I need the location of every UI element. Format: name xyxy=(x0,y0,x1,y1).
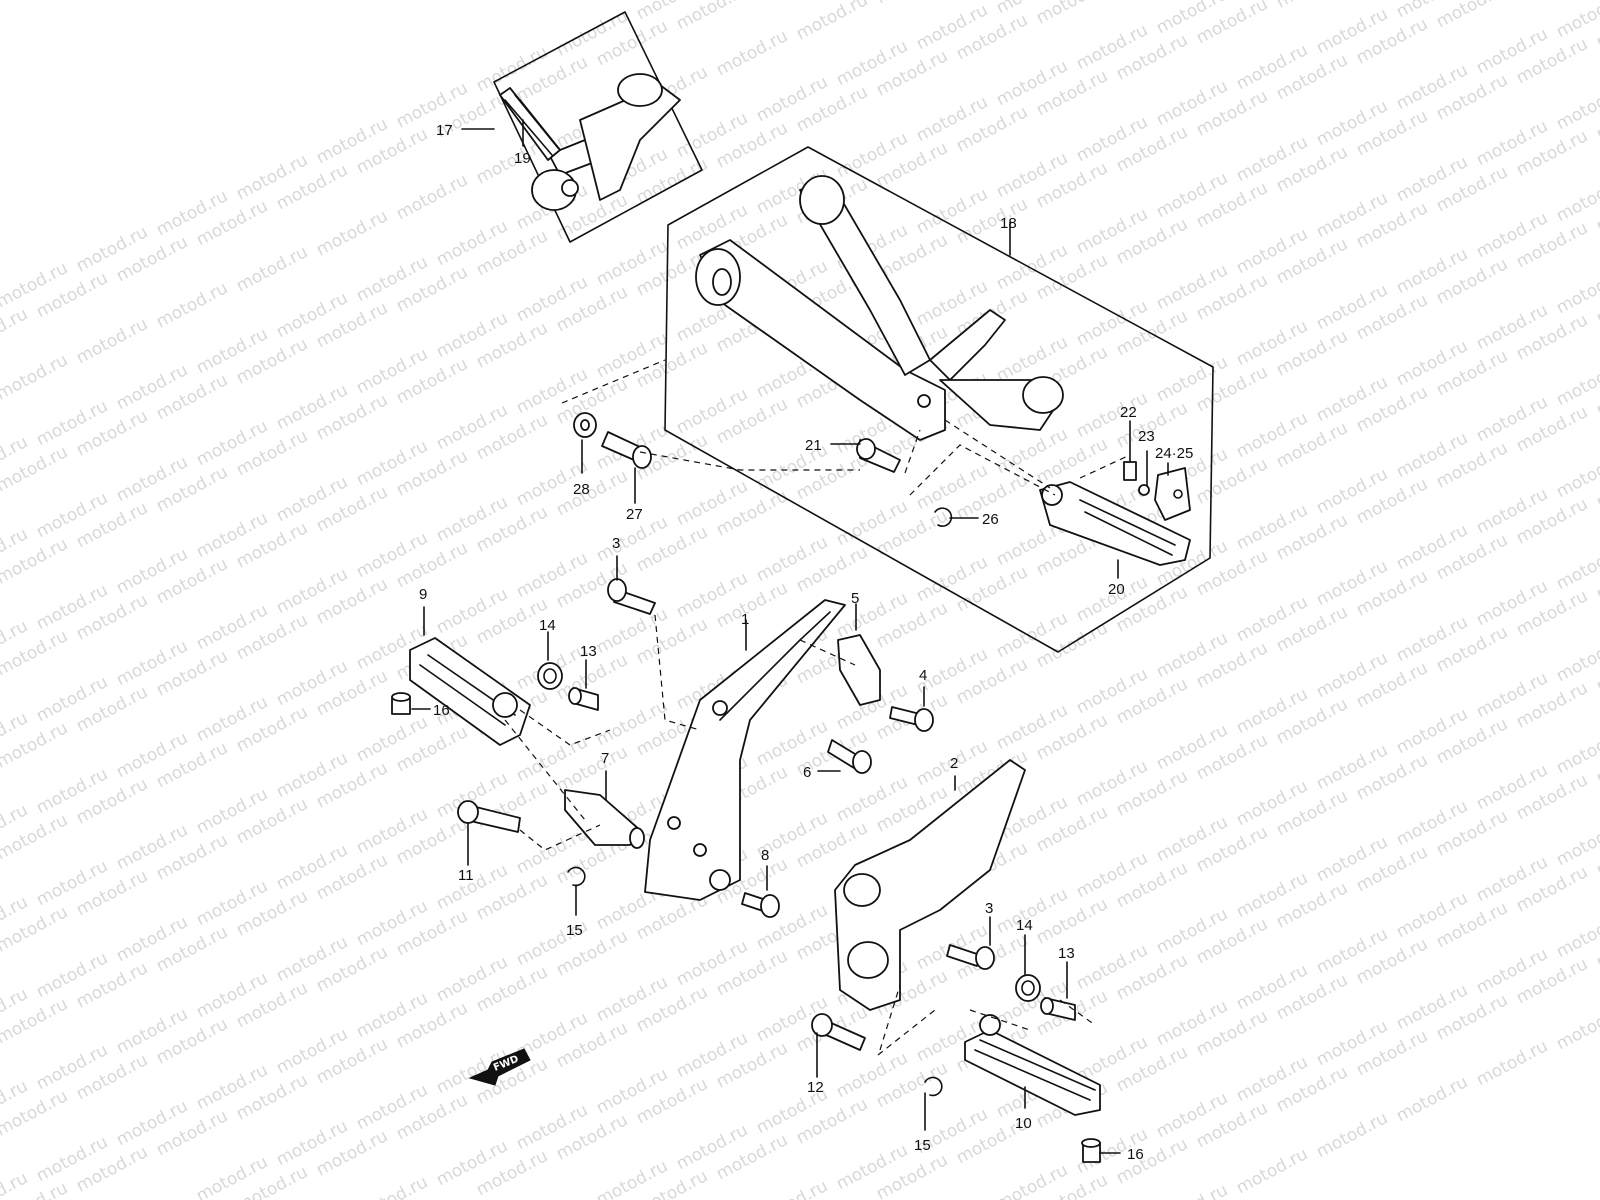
watermark-text: motod.ru xyxy=(0,1168,31,1200)
watermark-text: motod.ru xyxy=(873,0,951,8)
callout-12: 12 xyxy=(807,1079,824,1096)
watermark-text: motod.ru xyxy=(153,278,231,332)
part-28-washer xyxy=(573,412,597,438)
callout-13-lower: 13 xyxy=(1058,945,1075,962)
watermark-text: motod.ru xyxy=(1393,1072,1471,1126)
part-9-footpeg xyxy=(409,637,531,746)
part-22-spring xyxy=(1123,461,1137,481)
callout-11: 11 xyxy=(458,867,474,884)
callout-14-upper: 14 xyxy=(539,617,556,634)
callout-16-lower: 16 xyxy=(1127,1146,1144,1163)
part-26-clip xyxy=(934,507,953,527)
callout-9: 9 xyxy=(419,586,427,603)
part-15-clip-upper xyxy=(567,866,586,887)
callout-8: 8 xyxy=(761,847,769,864)
part-21-pin xyxy=(856,438,901,473)
callout-15-lower: 15 xyxy=(914,1137,931,1154)
part-3-bolt-lower xyxy=(946,944,995,970)
part-2-bracket xyxy=(834,759,1026,1011)
assembly-guides xyxy=(504,359,1131,1056)
part-16-plug-lower xyxy=(1081,1138,1101,1163)
callout-3-lower: 3 xyxy=(985,900,993,917)
part-6-bolt xyxy=(827,739,872,774)
watermark-text: motod.ru xyxy=(1233,1144,1311,1198)
callout-6: 6 xyxy=(803,764,811,781)
callout-15-upper: 15 xyxy=(566,922,583,939)
watermark-text: motod.ru xyxy=(313,206,391,260)
watermark-text: motod.ru xyxy=(1033,0,1111,28)
callout-labels: 17 19 18 21 22 23 24·25 26 20 28 27 3 1 … xyxy=(419,122,1193,1163)
callout-28: 28 xyxy=(573,481,590,498)
callout-18: 18 xyxy=(1000,215,1017,232)
watermark-text: motod.ru xyxy=(73,314,151,368)
callout-17: 17 xyxy=(436,122,453,139)
part-10-footpeg xyxy=(964,1014,1101,1116)
part-12-pin xyxy=(811,1013,866,1051)
callout-leaders xyxy=(411,119,1169,1154)
callout-14-lower: 14 xyxy=(1016,917,1033,934)
part-15-clip-lower xyxy=(924,1076,943,1097)
part-13-detent-lower xyxy=(1040,997,1076,1021)
callout-24-25: 24·25 xyxy=(1155,445,1193,462)
callout-7: 7 xyxy=(601,750,609,767)
callout-16-upper: 16 xyxy=(433,702,450,719)
part-16-plug-upper xyxy=(391,692,411,715)
part-13-detent-upper xyxy=(568,687,599,711)
part-27-bolt xyxy=(601,431,652,469)
callout-27: 27 xyxy=(626,506,643,523)
part-4-bolt xyxy=(889,706,934,732)
part-18-bracket xyxy=(695,175,1064,441)
watermark-text: motod.ru xyxy=(753,1176,831,1200)
watermark-text: motod.ru xyxy=(1433,0,1511,32)
inset-box-18 xyxy=(664,146,1214,653)
part-23-ball xyxy=(1138,484,1150,496)
callout-19: 19 xyxy=(514,150,531,167)
watermark-text: motod.ru xyxy=(1273,0,1351,12)
part-5-holder xyxy=(837,634,881,706)
watermark-text: motod.ru xyxy=(713,26,791,80)
watermark-text: motod.ru xyxy=(0,304,31,358)
part-8-bolt xyxy=(741,892,780,918)
callout-4: 4 xyxy=(919,667,927,684)
callout-26: 26 xyxy=(982,511,999,528)
callout-3-upper: 3 xyxy=(612,535,620,552)
watermark-text: motod.ru xyxy=(233,242,311,296)
part-24-25-plate xyxy=(1154,467,1191,521)
callout-5: 5 xyxy=(851,590,859,607)
watermark-text: motod.ru xyxy=(1153,1180,1231,1200)
part-3-bolt-upper xyxy=(607,578,656,615)
callout-2: 2 xyxy=(950,755,958,772)
fwd-arrow-icon: FWD xyxy=(468,1048,531,1086)
watermark-text: motod.ru xyxy=(1553,1000,1600,1054)
part-14-spring-upper xyxy=(537,662,563,690)
callout-23: 23 xyxy=(1138,428,1155,445)
callout-21: 21 xyxy=(805,437,822,454)
part-20-footpeg xyxy=(1039,481,1191,566)
part-14-spring-lower xyxy=(1015,974,1041,1002)
part-17-bracket xyxy=(499,73,681,211)
watermark-text: motod.ru xyxy=(673,0,751,34)
watermark-text: motod.ru xyxy=(0,350,71,404)
callout-22: 22 xyxy=(1120,404,1137,421)
watermark-text: motod.ru xyxy=(1313,1108,1391,1162)
watermark-text: motod.ru xyxy=(1473,1036,1551,1090)
callout-1: 1 xyxy=(741,611,749,628)
watermark-text: motod.ru xyxy=(393,170,471,224)
callout-20: 20 xyxy=(1108,581,1125,598)
watermark-text: motod.ru xyxy=(353,1172,431,1200)
callout-13-upper: 13 xyxy=(580,643,597,660)
callout-10: 10 xyxy=(1015,1115,1032,1132)
part-7-pivot xyxy=(564,789,645,849)
watermark-text: motod.ru xyxy=(793,0,871,44)
